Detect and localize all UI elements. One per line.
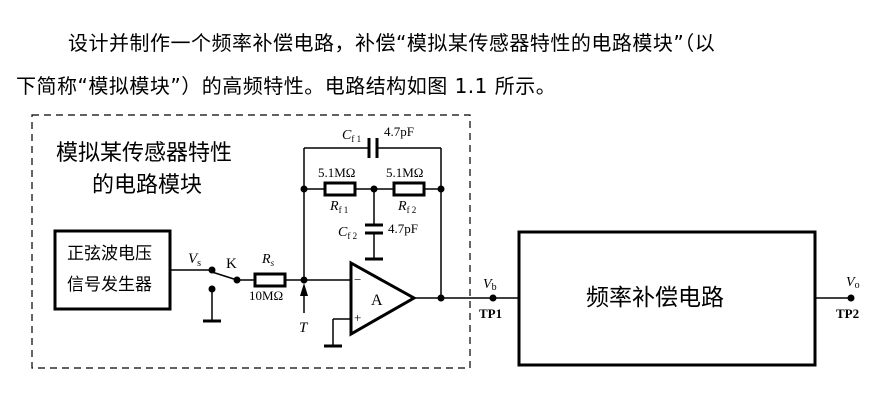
sensor-module-boundary [31,114,471,369]
frequency-compensation-block [517,230,817,367]
module-title-line2: 的电路模块 [92,173,202,198]
rf1-label: Rf 1 [329,199,348,215]
opamp-label: A [371,292,383,309]
generator-label-line1: 正弦波电压 [67,244,152,264]
cf1-value: 4.7pF [384,124,414,139]
intro-paragraph-line2: 下简称“模拟模块”）的高频特性。电路结构如图 1.1 所示。 [16,74,557,98]
opamp-minus: − [354,272,361,287]
intro-paragraph-line1: 设计并制作一个频率补偿电路，补偿“模拟某传感器特性的电路模块”（以 [68,31,716,55]
switch-k-label: K [226,256,237,272]
rf1-value: 5.1MΩ [318,165,355,180]
opamp-a [349,260,418,337]
vs-label: Vs [188,251,201,269]
cf1-label: Cf 1 [342,128,361,144]
tp1-label: TP1 [479,306,502,321]
rf2-value: 5.1MΩ [386,165,423,180]
rf2-label: Rf 2 [397,199,416,215]
switch-k-blade[interactable] [211,271,238,281]
module-title-line1: 模拟某传感器特性 [56,141,232,166]
signal-generator-block [53,229,172,311]
resistor-rf2 [392,181,426,197]
output-node [437,294,445,302]
rs-label: Rs [261,252,275,268]
compensation-block-label: 频率补偿电路 [586,285,724,311]
switch-node-top [208,266,216,274]
test-point-tp1[interactable] [489,294,497,302]
generator-label-line2: 信号发生器 [67,275,152,295]
vo-label: Vo [846,275,860,291]
resistor-rf1 [323,181,357,197]
cf2-value: 4.7pF [388,221,418,236]
t-probe-arrow-icon [300,283,308,296]
test-point-tp2[interactable] [847,294,855,302]
tp2-label: TP2 [836,306,859,321]
t-label: T [299,320,309,336]
feedback-node-right [437,185,445,193]
resistor-rs [253,272,287,288]
cf2-label: Cf 2 [338,225,357,241]
vb-label: Vb [483,277,497,293]
opamp-plus: + [354,310,361,325]
rs-value: 10MΩ [249,288,283,303]
